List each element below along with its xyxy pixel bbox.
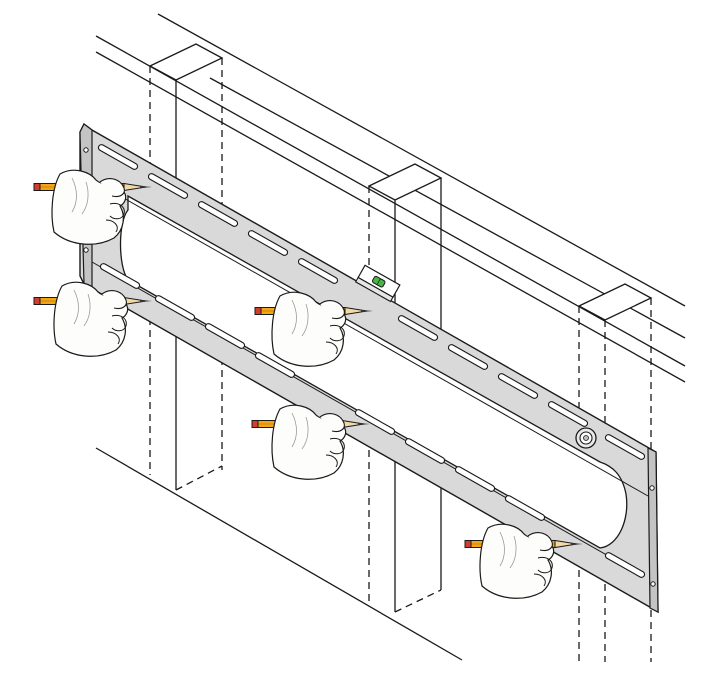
flange-hole (649, 485, 655, 491)
gloved-hand-icon (479, 523, 555, 599)
top-plate-line (157, 13, 686, 307)
gloved-hand-icon (53, 281, 129, 357)
stud-top (577, 283, 653, 321)
plate-right-flange (647, 447, 659, 613)
gloved-hand-icon (271, 291, 347, 367)
wall-mount-plate (79, 122, 659, 614)
upper-rail-edge (91, 179, 649, 497)
bolt-icon (575, 427, 597, 449)
top-plate-line (95, 35, 686, 367)
gloved-hand-icon (271, 404, 347, 480)
flange-hole (83, 247, 89, 253)
flange-hole (650, 581, 656, 587)
gloved-hand-icon (51, 169, 127, 245)
flange-hole (83, 147, 89, 153)
stud-top (148, 43, 224, 81)
spirit-level-icon (354, 264, 401, 303)
plate-cutout (119, 194, 628, 549)
floor-line (95, 447, 463, 661)
top-plate-line (95, 51, 686, 383)
